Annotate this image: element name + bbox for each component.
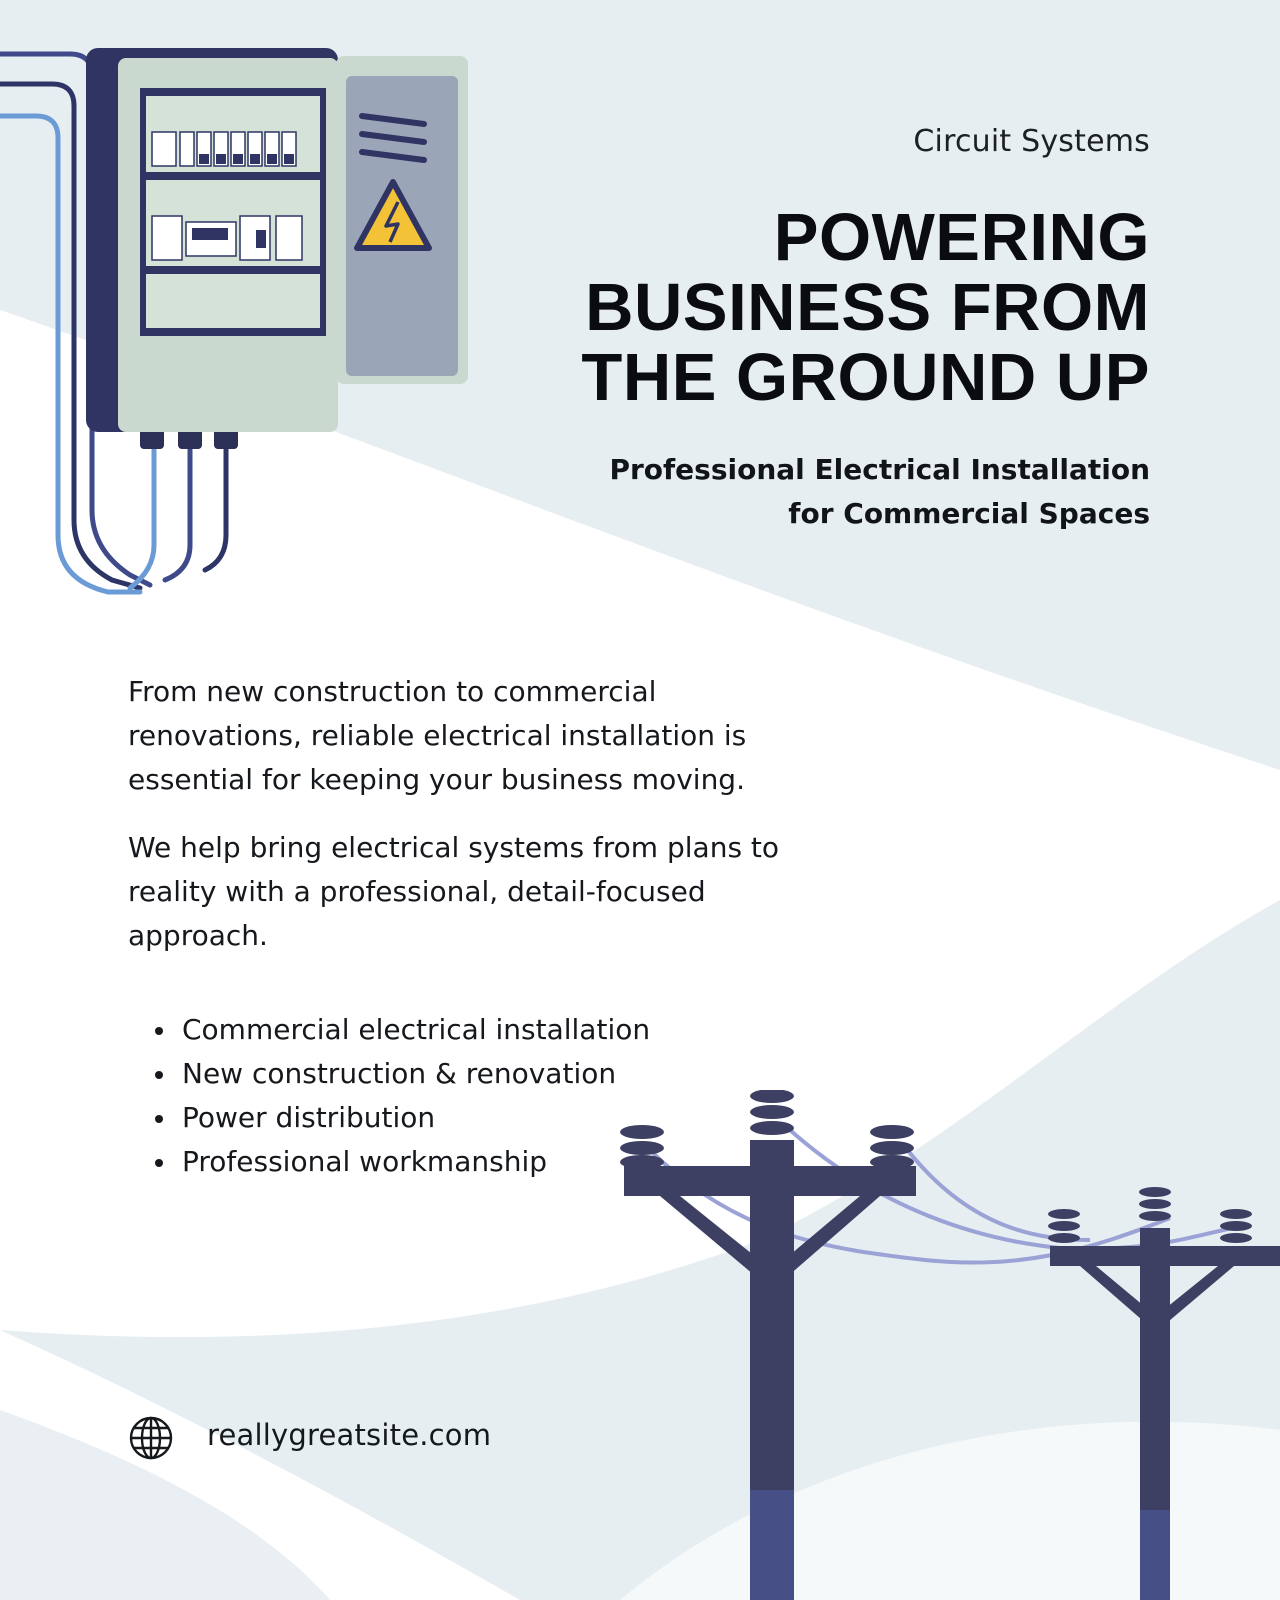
brand-name: Circuit Systems	[913, 124, 1150, 159]
list-item: Professional workmanship	[128, 1140, 748, 1184]
power-poles-illustration	[620, 1090, 1280, 1600]
electrical-panel-illustration	[0, 48, 468, 595]
list-item: Power distribution	[128, 1096, 748, 1140]
approach-paragraph: We help bring electrical systems from pl…	[128, 831, 780, 952]
headline-line-3: THE GROUND UP	[581, 340, 1150, 415]
headline-line-2: BUSINESS FROM	[585, 270, 1150, 345]
services-list: Commercial electrical installation New c…	[128, 1008, 748, 1184]
subheadline-line-2: for Commercial Spaces	[788, 497, 1150, 530]
globe-icon	[129, 1416, 173, 1460]
list-item: Commercial electrical installation	[128, 1008, 748, 1052]
headline-line-1: POWERING	[773, 200, 1150, 275]
headline: POWERING BUSINESS FROM THE GROUND UP	[510, 203, 1150, 413]
subheadline: Professional Electrical Installation for…	[590, 448, 1150, 536]
intro-paragraph: From new construction to commercial reno…	[128, 675, 747, 796]
subheadline-line-1: Professional Electrical Installation	[609, 453, 1150, 486]
list-item: New construction & renovation	[128, 1052, 748, 1096]
website-link[interactable]: reallygreatsite.com	[207, 1418, 492, 1452]
